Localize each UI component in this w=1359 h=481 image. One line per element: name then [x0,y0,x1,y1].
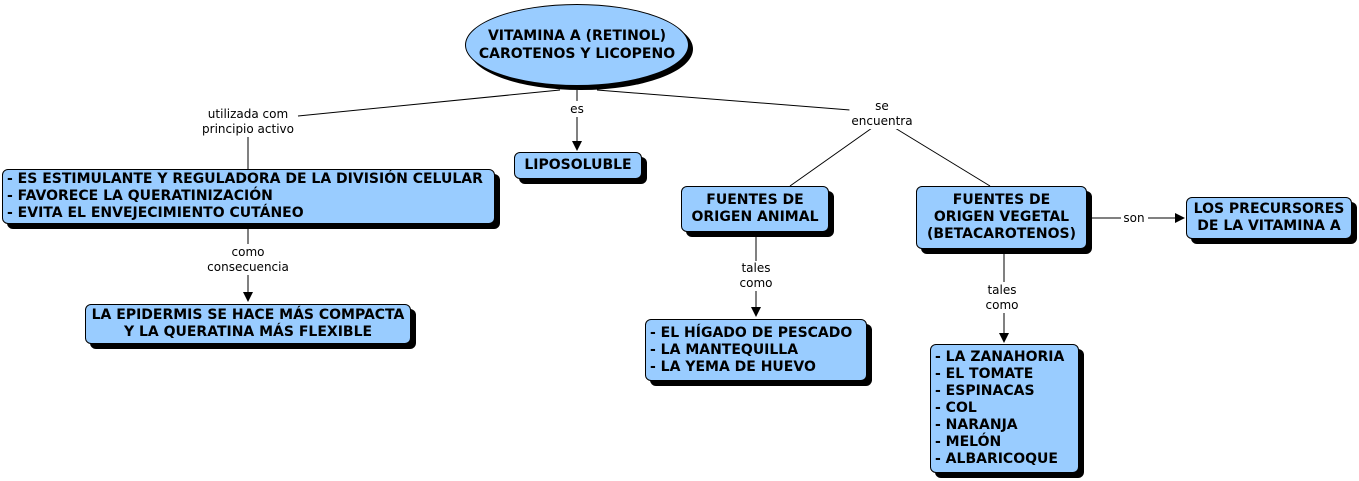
consequence-line-1: LA EPIDERMIS SE HACE MÁS COMPACTA [91,307,405,323]
animal-line-1: FUENTES DE [706,192,804,208]
link-label-tales-vegetal-line-1: tales [987,283,1017,297]
vegetal-item: - LA ZANAHORIA [935,349,1065,365]
vegetal-item: - ESPINACAS [935,383,1035,399]
link-label-como-consecuencia-line-2: consecuencia [207,260,289,274]
link-label-tales-como-vegetal: tales como [983,283,1021,313]
edge-se-encuentra-to-animal [789,127,873,187]
vegetal-line-2: ORIGEN VEGETAL [933,209,1070,225]
root-line-1: VITAMINA A (RETINOL) [487,28,667,44]
root-line-2: CAROTENOS Y LICOPENO [478,46,676,62]
functions-item: - FAVORECE LA QUERATINIZACIÓN [7,188,273,204]
consequence-node[interactable]: LA EPIDERMIS SE HACE MÁS COMPACTA Y LA Q… [85,304,411,344]
precursors-node[interactable]: LOS PRECURSORES DE LA VITAMINA A [1186,197,1352,239]
link-label-se-encuentra: se encuentra [849,99,915,129]
link-label-se-encuentra-line-2: encuentra [851,114,913,128]
vegetal-item: - NARANJA [935,417,1018,433]
vegetal-item: - MELÓN [935,434,1002,450]
link-label-tales-animal-line-1: tales [741,261,771,275]
vegetal-item: - EL TOMATE [935,366,1034,382]
animal-items-node[interactable]: - EL HÍGADO DE PESCADO - LA MANTEQUILLA … [645,319,867,381]
root-node-vitamina-a[interactable]: VITAMINA A (RETINOL) CAROTENOS Y LICOPEN… [465,4,689,86]
consequence-line-2: Y LA QUERATINA MÁS FLEXIBLE [123,324,373,340]
vegetal-item: - ALBARICOQUE [935,451,1058,467]
link-label-como-consecuencia: como consecuencia [205,245,291,275]
link-label-utilizada-line-1: utilizada com [207,107,289,121]
animal-sources-node[interactable]: FUENTES DE ORIGEN ANIMAL [681,186,829,232]
link-label-tales-como-animal: tales como [737,261,775,291]
vegetal-items-node[interactable]: - LA ZANAHORIA - EL TOMATE - ESPINACAS -… [930,344,1079,473]
edge-root-to-se-encuentra [596,89,851,111]
link-label-utilizada: utilizada com principio activo [200,107,296,137]
liposoluble-node[interactable]: LIPOSOLUBLE [514,152,642,179]
link-label-son: son [1121,211,1147,226]
animal-item: - LA YEMA DE HUEVO [650,358,816,375]
link-label-tales-vegetal-line-2: como [985,298,1019,312]
animal-item: - LA MANTEQUILLA [650,341,799,358]
vegetal-sources-node[interactable]: FUENTES DE ORIGEN VEGETAL (BETACAROTENOS… [916,186,1087,249]
functions-item: - EVITA EL ENVEJECIMIENTO CUTÁNEO [7,205,304,221]
animal-line-2: ORIGEN ANIMAL [691,209,819,225]
precursors-line-1: LOS PRECURSORES [1193,201,1345,217]
edge-se-encuentra-to-vegetal [894,127,991,187]
functions-item: - ES ESTIMULANTE Y REGULADORA DE LA DIVI… [7,171,483,187]
animal-item: - EL HÍGADO DE PESCADO [650,324,853,341]
link-label-tales-animal-line-2: como [739,276,773,290]
edge-root-to-utilizada [297,89,561,117]
vegetal-line-1: FUENTES DE [952,192,1051,208]
link-label-utilizada-line-2: principio activo [202,122,294,136]
liposoluble-label: LIPOSOLUBLE [524,157,632,173]
vegetal-item: - COL [935,400,977,416]
precursors-line-2: DE LA VITAMINA A [1197,218,1341,234]
vegetal-line-3: (BETACAROTENOS) [927,226,1076,242]
link-label-es: es [568,102,586,117]
link-label-como-consecuencia-line-1: como [231,245,265,259]
functions-node[interactable]: - ES ESTIMULANTE Y REGULADORA DE LA DIVI… [2,169,495,224]
link-label-se-encuentra-line-1: se [875,99,889,113]
